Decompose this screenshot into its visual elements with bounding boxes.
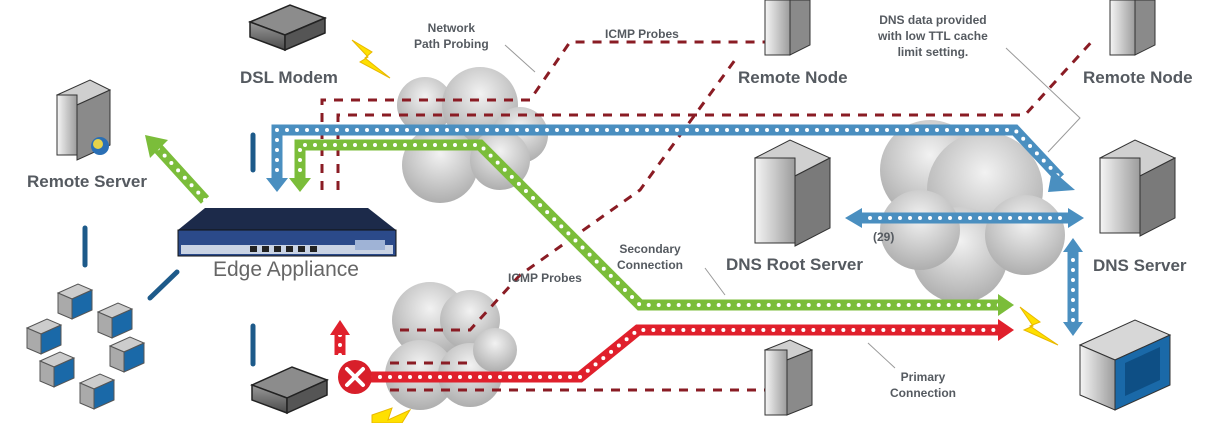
note-line: limit setting. — [897, 45, 969, 59]
callout-line — [867, 342, 896, 369]
blue-arrow-head-up — [1063, 238, 1083, 252]
dsl-modem-icon — [247, 4, 328, 52]
blue-arrow-head-down2 — [1063, 322, 1083, 336]
client-workstation-icon — [25, 318, 63, 355]
network-path-probing-note: Network Path Probing — [414, 20, 489, 52]
probe-line-mid-diag — [400, 59, 737, 332]
green-arrow-head-remote — [145, 135, 168, 158]
dns-root-server-label: DNS Root Server — [726, 255, 863, 274]
dsl-modem-icon — [250, 366, 329, 415]
note-line: Primary — [900, 370, 946, 384]
edge-appliance-label: Edge Appliance — [213, 258, 359, 281]
primary-connection-note: Primary Connection — [890, 369, 956, 401]
note-line: Path Probing — [414, 37, 489, 51]
client-workstation-icon — [78, 373, 116, 410]
host-box-icon — [1078, 319, 1172, 411]
note-line: Network — [427, 21, 475, 35]
icmp-probes-label-mid: ICMP Probes — [508, 271, 582, 285]
remote-node-label-2: Remote Node — [1083, 68, 1193, 87]
note-line: with low TTL cache — [878, 29, 988, 43]
client-workstations-icon — [25, 283, 146, 410]
green-arrow-head-down — [289, 178, 311, 192]
note-line: DNS data provided — [879, 13, 987, 27]
tower-server-icon — [763, 339, 814, 416]
reference-number: (29) — [873, 230, 895, 244]
callout-line — [504, 44, 536, 73]
secondary-connection-note: Secondary Connection — [617, 241, 683, 273]
remote-server-label: Remote Server — [27, 172, 148, 191]
tower-server-icon — [764, 0, 811, 56]
rack-appliance-icon — [177, 208, 397, 257]
dsl-modem-label: DSL Modem — [240, 68, 338, 87]
client-workstation-icon — [38, 351, 76, 388]
dns-server-label: DNS Server — [1093, 256, 1187, 275]
callout-line — [704, 267, 726, 296]
client-workstation-icon — [96, 302, 134, 339]
icmp-probes-label-top: ICMP Probes — [605, 27, 679, 41]
blue-arrow-head-right2 — [1068, 208, 1084, 228]
red-arrow-head-up — [330, 320, 350, 335]
lightning-bolt-icon — [1019, 306, 1059, 346]
red-arrow-head-right — [998, 319, 1014, 341]
rack-server-icon — [753, 139, 832, 247]
remote-node-label-1: Remote Node — [738, 68, 848, 87]
lightning-bolt-icon — [351, 39, 391, 79]
x-circle-icon — [338, 360, 372, 394]
client-workstation-icon — [56, 283, 94, 320]
rack-server-icon — [1098, 139, 1177, 237]
tower-server-icon — [1109, 0, 1156, 56]
dns-ttl-note: DNS data provided with low TTL cache lim… — [878, 12, 988, 60]
blue-arrow-head-down — [266, 178, 288, 192]
probe-line-2 — [336, 36, 1097, 190]
blue-arrow-head-dns — [1048, 170, 1075, 192]
connector-bar — [147, 269, 180, 301]
note-line: Connection — [890, 386, 956, 400]
web-server-icon — [55, 79, 112, 161]
note-line: Secondary — [619, 242, 681, 256]
note-line: Connection — [617, 258, 683, 272]
lightning-bolt-icon — [371, 407, 412, 423]
green-arrow-head-right — [998, 294, 1014, 316]
client-workstation-icon — [108, 336, 146, 373]
blue-arrow-head-left — [845, 208, 862, 228]
callout-line — [1005, 47, 1081, 153]
